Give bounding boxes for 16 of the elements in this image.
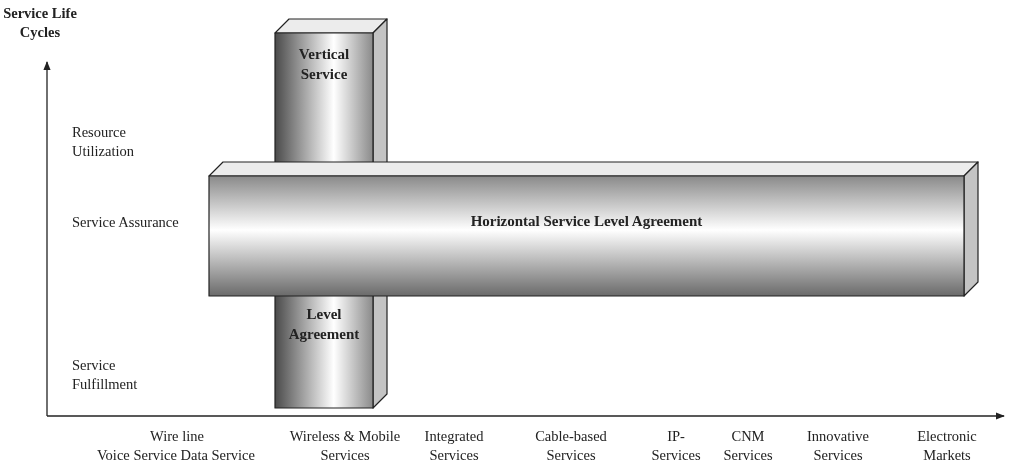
bar-label: Level Agreement (287, 305, 361, 344)
category-label: Integrated Services (423, 427, 485, 465)
axis-label: Service Assurance (72, 213, 180, 232)
category-label: CNM Services (722, 427, 774, 465)
bar-label: Horizontal Service Level Agreement (469, 212, 704, 231)
category-label: Innovative Services (806, 427, 870, 465)
category-label: Voice Service Data Service (96, 446, 256, 465)
axis-title: Service Life Cycles (2, 4, 78, 42)
category-label: Wire line (149, 427, 205, 446)
category-label: Cable-based Services (534, 427, 608, 465)
category-label: Electronic Markets (916, 427, 978, 465)
category-label: IP- Services (650, 427, 702, 465)
bar-label: Vertical Service (297, 45, 351, 84)
axis-label: Resource Utilization (72, 123, 135, 161)
category-label: Wireless & Mobile Services (288, 427, 402, 465)
axis-label: Service Fulfillment (72, 356, 139, 394)
